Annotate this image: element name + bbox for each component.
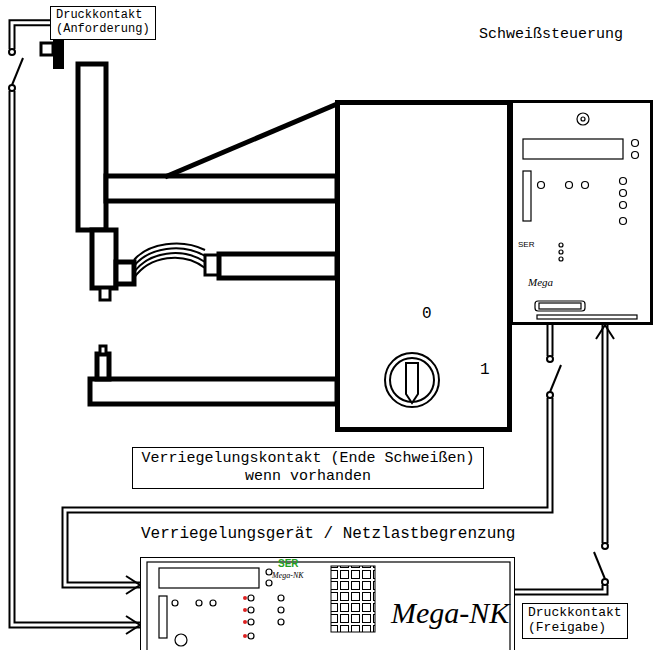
interlock-contact-note: Verriegelungskontakt (Ende Schweißen) we… xyxy=(132,447,484,489)
machine-housing: 01 xyxy=(335,100,512,432)
connector-outline xyxy=(515,325,605,592)
node-text: Druckkontakt (Anforderung) xyxy=(56,9,150,37)
node-text: Verriegelungskontakt (Ende Schweißen) we… xyxy=(138,450,478,486)
double-line-connector xyxy=(515,325,614,592)
brand-mark: Mega xyxy=(528,276,553,288)
arrow-head xyxy=(126,576,140,594)
arrow-head xyxy=(596,325,614,339)
push-contact-box: Druckkontakt (Anforderung) xyxy=(50,6,156,40)
arrow-head xyxy=(126,616,140,634)
node-text: Mega-NK xyxy=(391,596,509,630)
connector-core xyxy=(12,23,140,625)
push-contact-box: Druckkontakt (Freigabe) xyxy=(522,603,628,639)
node-text: Schweißsteuerung xyxy=(479,26,623,43)
node-text: 0 xyxy=(422,305,432,323)
node-text: 1 xyxy=(480,361,490,379)
double-line-connector xyxy=(12,23,140,634)
model-tag: SER xyxy=(278,558,299,569)
connector-outline xyxy=(12,23,140,625)
control-panel-face xyxy=(513,103,653,325)
brand-mark: Mega-NK xyxy=(272,571,304,580)
node-text: Druckkontakt (Freigabe) xyxy=(528,606,622,636)
node-text: Verriegelungsgerät / Netzlastbegrenzung xyxy=(141,525,515,543)
welding-control-panel: Schweißsteuerung xyxy=(510,100,653,325)
interlock-device-rack: Verriegelungsgerät / NetzlastbegrenzungM… xyxy=(140,557,515,650)
model-tag: SER xyxy=(518,240,534,249)
connector-core xyxy=(515,325,605,592)
